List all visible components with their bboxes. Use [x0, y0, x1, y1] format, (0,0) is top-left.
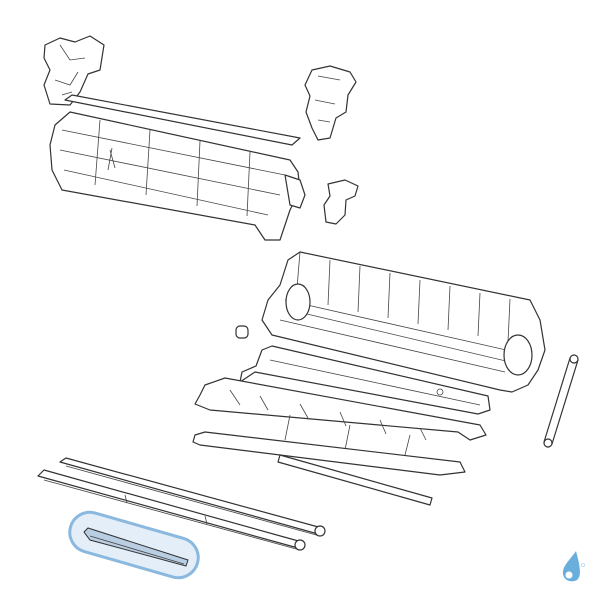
left-side-bracket[interactable] [43, 35, 105, 106]
louver-frame[interactable] [239, 345, 491, 415]
small-bushing[interactable] [235, 325, 249, 339]
long-strip-lower[interactable] [37, 469, 306, 551]
chassis[interactable] [261, 251, 546, 393]
water-drop-logo [562, 551, 585, 582]
louver-blade-assembly[interactable] [194, 377, 487, 456]
right-side-bracket[interactable] [304, 65, 357, 141]
top-strip[interactable] [64, 94, 301, 146]
small-bracket[interactable] [323, 179, 359, 225]
long-strip-upper[interactable] [59, 457, 326, 537]
highlighted-part[interactable] [65, 508, 203, 583]
louver-shaft[interactable] [543, 354, 579, 448]
flap[interactable] [192, 431, 466, 506]
heat-exchanger[interactable] [49, 111, 306, 241]
